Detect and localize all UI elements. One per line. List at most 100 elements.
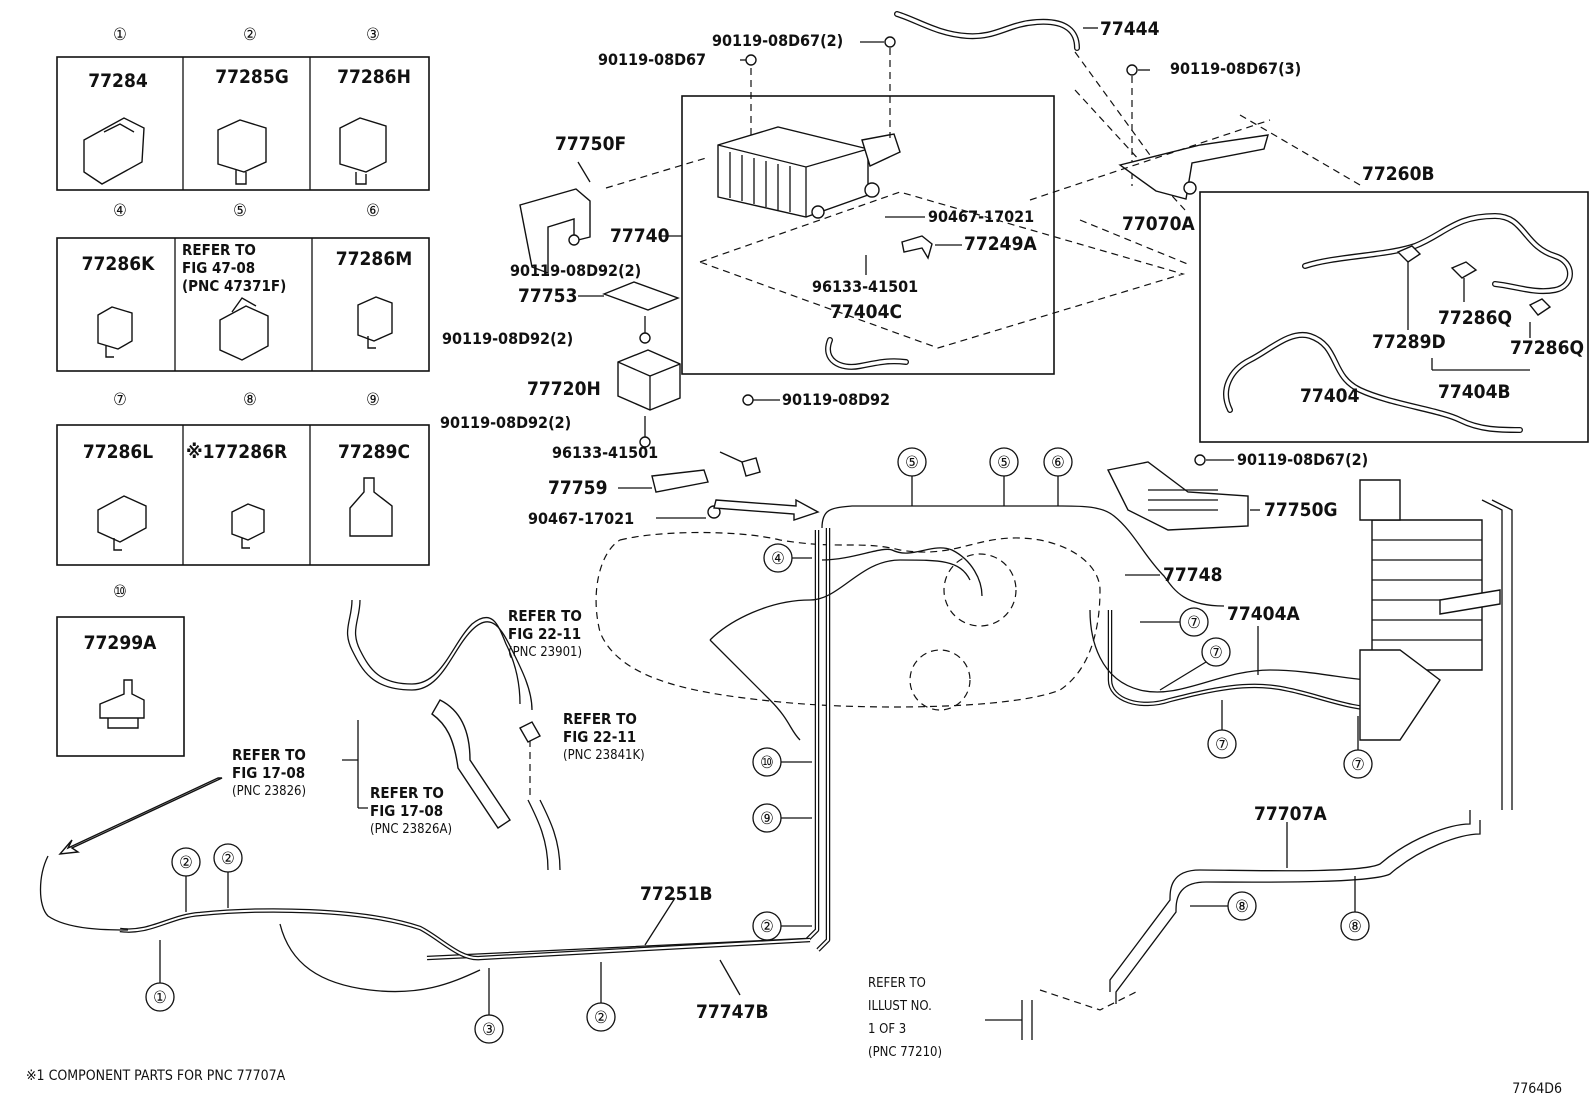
plate-and-valve: [578, 281, 780, 448]
clip-77299A-sketch: [99, 679, 145, 729]
ref-17-08b-line2: FIG 17-08: [370, 802, 443, 820]
callout-6: ⑥: [1051, 453, 1065, 473]
label-90467-17021-a: 90467-17021: [928, 207, 1034, 226]
ref-illust-line4: (PNC 77210): [868, 1045, 942, 1060]
ref-22-11a-line1: REFER TO: [508, 607, 582, 625]
callout-4: ④: [771, 549, 785, 569]
ref-illust-line3: 1 OF 3: [868, 1022, 906, 1037]
callout-8a: ⑧: [1235, 897, 1249, 917]
ref-17-08b-line1: REFER TO: [370, 784, 444, 802]
callout-1: ①: [153, 988, 167, 1008]
label-90467-17021-b: 90467-17021: [528, 509, 634, 528]
label-77404A: 77404A: [1227, 603, 1300, 625]
ref-22-11a-line3: (PNC 23901): [508, 645, 582, 660]
legend-num-9: ⑨: [366, 390, 380, 410]
legend-part-77286M: 77286M: [336, 248, 412, 270]
ref-illust-line2: ILLUST NO.: [868, 999, 932, 1014]
bracket-77070A-sketch: [1118, 134, 1269, 200]
ref-22-11a-line2: FIG 22-11: [508, 625, 581, 643]
label-77707A: 77707A: [1254, 803, 1327, 825]
label-77444: 77444: [1100, 18, 1160, 40]
hose-77444: [894, 11, 1156, 163]
label-77251B: 77251B: [640, 883, 713, 905]
label-90119-08D92: 90119-08D92: [782, 390, 890, 409]
label-77260B: 77260B: [1362, 163, 1435, 185]
hose-ref-23826: [431, 699, 511, 829]
clip-77286R-sketch: [231, 503, 265, 549]
hose-77759: [651, 469, 709, 493]
bracket-77750F-sketch: [519, 188, 591, 275]
label-77249A: 77249A: [964, 233, 1037, 255]
label-90119-08D67-2-top: 90119-08D67(2): [712, 31, 843, 50]
label-77286Q-a: 77286Q: [1438, 307, 1512, 329]
tube-assembly-77260B: [1199, 191, 1589, 443]
ref-22-11b-line2: FIG 22-11: [563, 728, 636, 746]
clip-77285G-sketch: [217, 119, 267, 185]
clip-77286L-sketch: [97, 495, 147, 551]
label-96133-41501-b: 96133-41501: [552, 443, 658, 462]
label-77759: 77759: [548, 477, 607, 499]
callout-7d: ⑦: [1351, 755, 1365, 775]
legend-num-2: ②: [243, 25, 257, 45]
clip-77289C-sketch: [349, 477, 393, 537]
callout-8b: ⑧: [1348, 917, 1362, 937]
direction-arrow: [713, 498, 820, 521]
valve-77720H: [617, 349, 681, 411]
callout-3: ③: [482, 1020, 496, 1040]
legend-part-77289C: 77289C: [338, 441, 410, 463]
part-labels: 77444 90119-08D67(2) 90119-08D67 90119-0…: [440, 18, 1584, 1023]
plate-77753: [602, 281, 680, 311]
legend-num-10: ⑩: [113, 582, 127, 602]
bracket-77750G-sketch: [1106, 461, 1249, 531]
callout-2-right: ②: [760, 917, 774, 937]
ref-illust-line1: REFER TO: [868, 976, 926, 991]
label-77289D: 77289D: [1372, 331, 1446, 353]
legend-row-4-frame: [56, 616, 185, 757]
hose-77249A: [901, 235, 933, 260]
ref-hoses-left: [58, 599, 561, 871]
canister-lower-right: [1359, 479, 1513, 810]
label-77720H: 77720H: [527, 378, 601, 400]
callout-2-left-a: ②: [179, 853, 193, 873]
arrow-lower-left: [58, 777, 223, 855]
clip-legend: ① ② ③ 77284 77285G 77286H ④ ⑤ ⑥ 77286K R…: [56, 25, 430, 757]
label-77753: 77753: [518, 285, 577, 307]
ref-22-11b-line1: REFER TO: [563, 710, 637, 728]
callout-2-left-b: ②: [221, 849, 235, 869]
label-90119-08D67-top: 90119-08D67: [598, 50, 706, 69]
bracket-77750F: [519, 161, 682, 275]
legend-part-77299A: 77299A: [84, 632, 157, 654]
legend-part-77286K: 77286K: [82, 253, 155, 275]
legend-part-77286L: 77286L: [83, 441, 153, 463]
legend-part-5-ref-line1: REFER TO: [182, 241, 256, 259]
canister-assembly: [681, 95, 1186, 375]
callout-5b: ⑤: [997, 453, 1011, 473]
label-77404C: 77404C: [830, 301, 902, 323]
callout-7c: ⑦: [1215, 735, 1229, 755]
hose-77759-group: [618, 451, 820, 521]
clip-5-sketch: [219, 297, 269, 361]
callout-2-bottom: ②: [594, 1008, 608, 1028]
legend-part-77284: 77284: [88, 70, 148, 92]
illustration-code: 7764D6: [1512, 1081, 1562, 1097]
fuel-pipe-routing: [39, 505, 1481, 1040]
label-77747B: 77747B: [696, 1001, 769, 1023]
fuel-tank-outline: [595, 531, 1101, 711]
legend-num-1: ①: [113, 25, 127, 45]
legend-num-7: ⑦: [113, 390, 127, 410]
footnote: ※1 COMPONENT PARTS FOR PNC 77707A: [26, 1068, 286, 1084]
clip-77286M-sketch: [357, 296, 393, 349]
bracket-77750G: [1106, 454, 1260, 531]
label-90119-08D92-2-c: 90119-08D92(2): [440, 413, 571, 432]
legend-part-77285G: 77285G: [215, 66, 289, 88]
clip-77286K-sketch: [97, 306, 133, 358]
clamp-96133: [741, 457, 761, 477]
clip-77284-sketch: [83, 117, 145, 185]
legend-part-5-ref-line2: FIG 47-08: [182, 259, 255, 277]
legend-num-4: ④: [113, 201, 127, 221]
legend-num-8: ⑧: [243, 390, 257, 410]
label-90119-08D92-2-b: 90119-08D92(2): [442, 329, 573, 348]
label-96133-41501-a: 96133-41501: [812, 277, 918, 296]
label-77740: 77740: [610, 225, 670, 247]
